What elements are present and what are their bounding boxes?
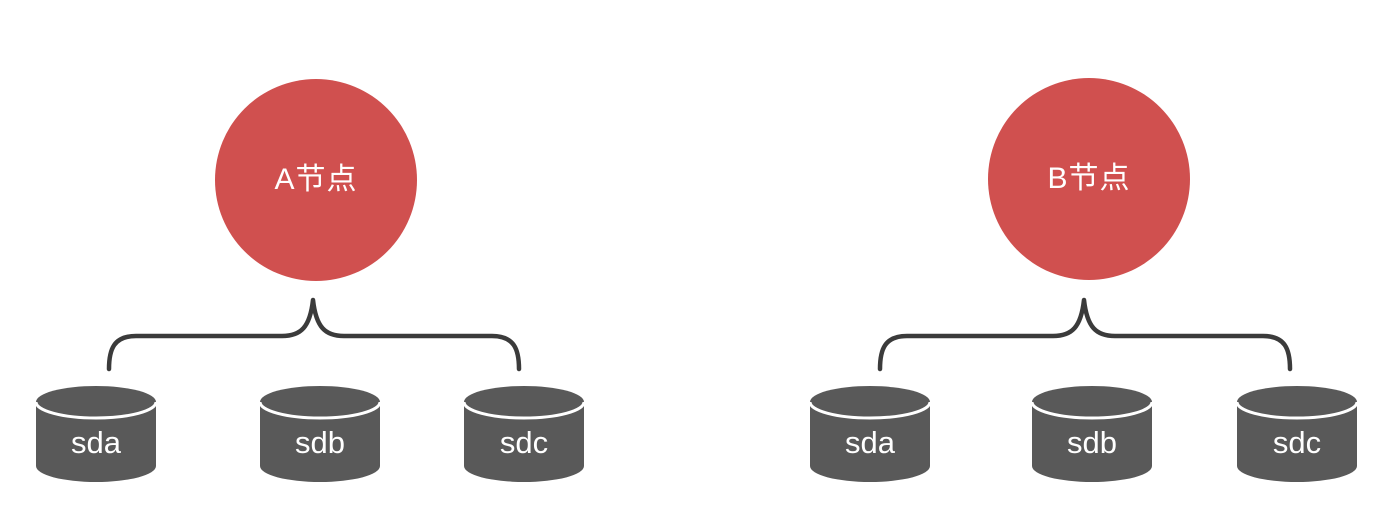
disk-cylinder-b-sdb: sdb [1030,384,1154,484]
disk-cylinder-b-sda: sda [808,384,932,484]
database-cylinder-icon [462,386,586,482]
disk-cylinder-a-sdc: sdc [462,384,586,484]
brace-connector-a [106,297,522,372]
database-cylinder-icon [808,386,932,482]
disk-label: sdb [295,424,345,460]
disk-label: sda [71,424,121,460]
node-label-a: A节点 [274,163,358,196]
disk-label: sdb [1067,424,1117,460]
disk-cylinder-a-sdb: sdb [258,384,382,484]
database-cylinder-icon [34,386,158,482]
node-circle-a: A节点 [215,79,417,281]
node-circle-b: B节点 [988,78,1190,280]
disk-label: sdc [499,424,549,460]
database-cylinder-icon [1030,386,1154,482]
brace-connector-b [877,297,1293,372]
node-label-b: B节点 [1047,162,1131,195]
database-cylinder-icon [1235,386,1359,482]
disk-label: sdc [1272,424,1322,460]
disk-cylinder-b-sdc: sdc [1235,384,1359,484]
disk-label: sda [845,424,895,460]
disk-cylinder-a-sda: sda [34,384,158,484]
database-cylinder-icon [258,386,382,482]
